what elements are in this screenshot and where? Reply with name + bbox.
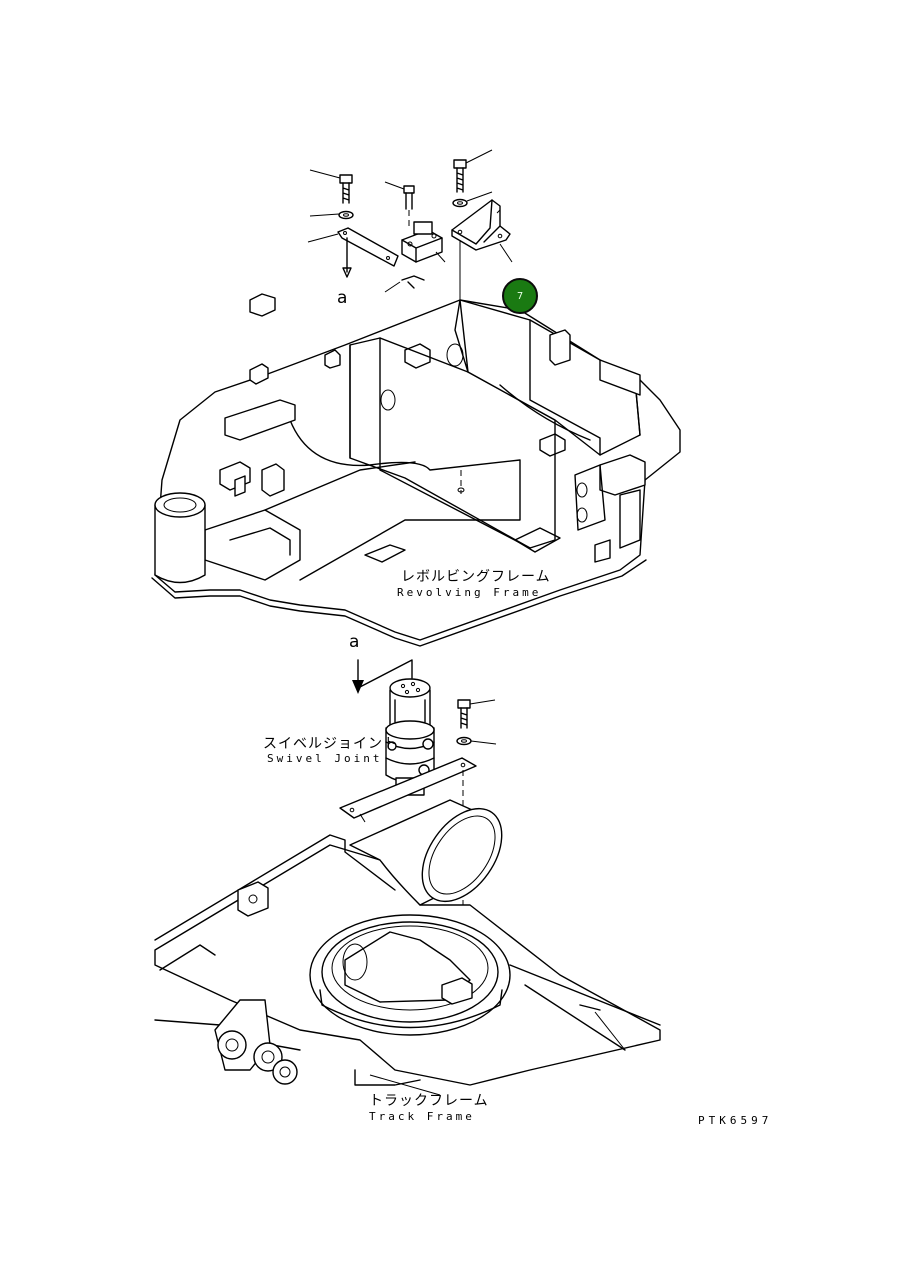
drawing-code: PTK6597 (698, 1114, 773, 1127)
clamp-block-icon (401, 221, 446, 263)
part-callout-hotspot[interactable]: 7 (502, 278, 538, 314)
view-arrow-a-lower (352, 659, 413, 694)
upper-hardware-group (307, 149, 513, 490)
swing-post-cylinder (154, 492, 206, 584)
track-frame-label-jp: トラックフレーム (369, 1093, 489, 1109)
swivel-ring (309, 914, 511, 1036)
swivel-joint-label-en: Swivel Joint (267, 752, 383, 765)
track-frame (154, 799, 661, 1096)
part-callout-number: 7 (516, 290, 524, 302)
washer-icon (309, 210, 354, 220)
washer-icon (452, 191, 493, 208)
swivel-joint (339, 678, 477, 990)
bolt-icon (384, 181, 415, 230)
revolving-frame-label-en: Revolving Frame (397, 586, 542, 599)
plate-icon (307, 227, 399, 278)
bolt-icon (457, 699, 496, 729)
view-label-a-upper: a (337, 288, 348, 308)
washer-icon (456, 736, 497, 746)
revolving-frame-label-jp: レボルビングフレーム (401, 569, 551, 585)
bolt-icon (309, 169, 353, 204)
view-label-a-lower: a (349, 632, 360, 652)
track-frame-label-en: Track Frame (369, 1110, 475, 1123)
bolt-icon (453, 149, 493, 193)
swivel-joint-label-jp: スイベルジョイント (263, 736, 398, 752)
clip-icon (384, 275, 425, 293)
revolving-frame (151, 293, 681, 647)
